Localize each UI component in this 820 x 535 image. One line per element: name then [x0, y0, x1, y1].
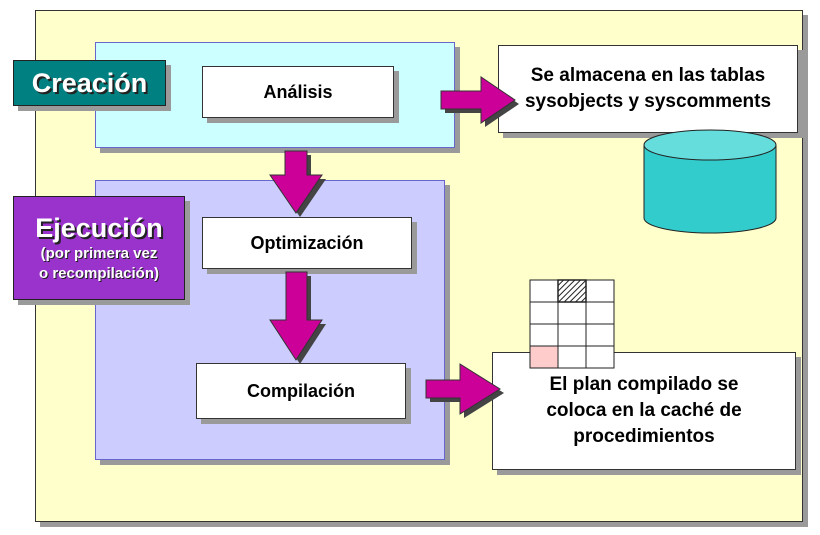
- arrow-optimizacion-to-compilacion: [269, 271, 326, 364]
- creacion-label: Creación: [13, 60, 166, 106]
- storage-line-2: sysobjects y syscomments: [524, 91, 772, 112]
- database-icon: [643, 129, 777, 234]
- ejecucion-sub-line-2: o recompilación): [38, 265, 160, 282]
- plan-box: El plan compilado se coloca en la caché …: [492, 352, 796, 470]
- ejecucion-label-text: Ejecución: [35, 213, 163, 243]
- arrow-compilacion-to-plan: [425, 363, 504, 418]
- ejecucion-sub-line-1: (por primera vez: [40, 245, 158, 262]
- ejecucion-label: Ejecución (por primera vez o recompilaci…: [13, 196, 185, 300]
- arrow-analisis-to-storage: [440, 76, 519, 127]
- plan-line-1: El plan compilado se: [549, 374, 739, 395]
- compilacion-box: Compilación: [196, 363, 406, 419]
- analisis-text: Análisis: [263, 81, 333, 102]
- storage-box: Se almacena en las tablas sysobjects y s…: [498, 45, 798, 133]
- storage-line-1: Se almacena en las tablas: [530, 65, 766, 86]
- plan-line-2: coloca en la caché de: [546, 400, 742, 421]
- arrow-creacion-to-optimizacion: [269, 150, 326, 217]
- analisis-box: Análisis: [202, 66, 394, 118]
- plan-line-3: procedimientos: [573, 426, 715, 447]
- optimizacion-box: Optimización: [202, 217, 412, 269]
- compilacion-text: Compilación: [246, 380, 355, 401]
- creacion-label-text: Creación: [31, 67, 148, 98]
- cache-grid-icon: [529, 279, 615, 369]
- optimizacion-text: Optimización: [250, 232, 364, 253]
